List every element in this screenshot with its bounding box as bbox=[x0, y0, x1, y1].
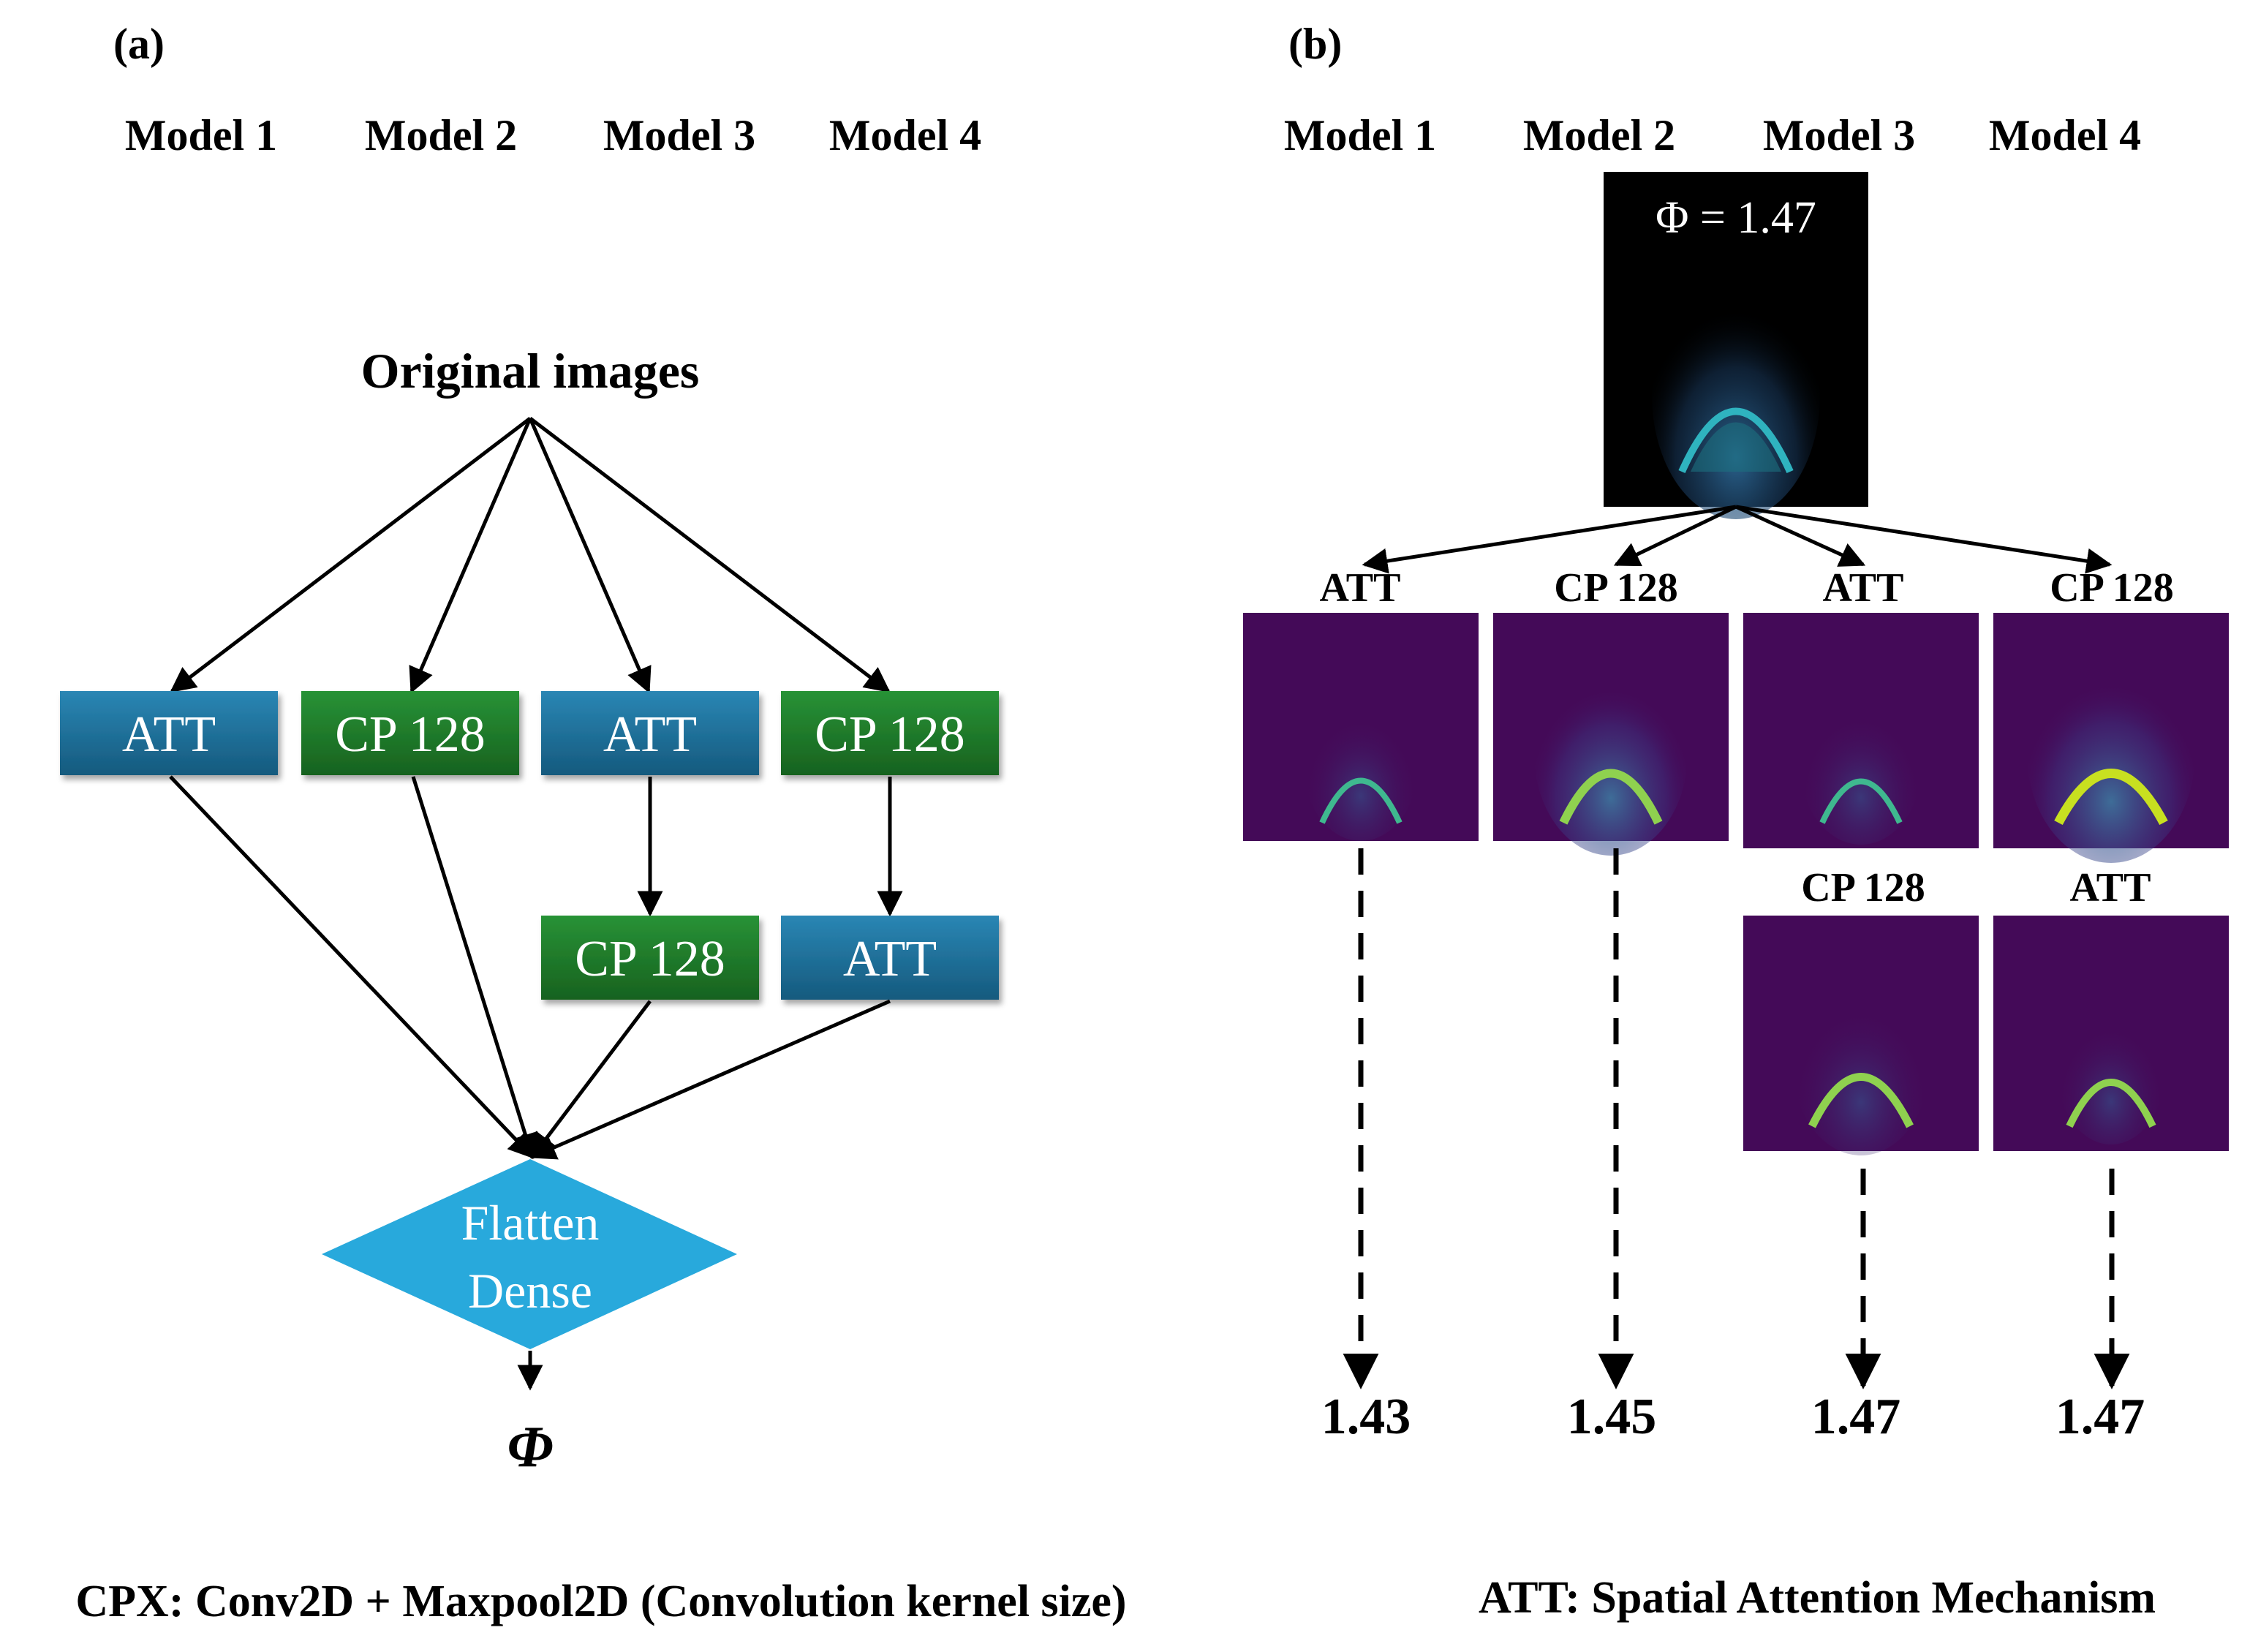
m1-att-label: ATT bbox=[122, 706, 216, 763]
dense-label: Dense bbox=[468, 1263, 592, 1319]
b-layer1-label-1: ATT bbox=[1320, 565, 1401, 611]
panel-a-footnote: CPX: Conv2D + Maxpool2D (Convolution ker… bbox=[75, 1577, 1126, 1626]
prediction-model-1: 1.43 bbox=[1321, 1389, 1411, 1445]
input-arrows bbox=[170, 417, 891, 694]
panel-a-model-1-header: Model 1 bbox=[125, 111, 277, 159]
prediction-arrows bbox=[1343, 848, 2130, 1389]
b-layer1-label-3: ATT bbox=[1823, 565, 1904, 611]
panel-a-model-4-header: Model 4 bbox=[829, 111, 981, 159]
panel-b-model-1-header: Model 1 bbox=[1284, 111, 1436, 159]
prediction-model-2: 1.45 bbox=[1567, 1389, 1657, 1445]
input-flame-image: Φ = 1.47 bbox=[1604, 172, 1868, 519]
panel-b-footnote: ATT: Spatial Attention Mechanism bbox=[1479, 1573, 2156, 1623]
m3-att-label: ATT bbox=[603, 706, 697, 763]
panel-b-model-4-header: Model 4 bbox=[1989, 111, 2141, 159]
panel-b-model-3-header: Model 3 bbox=[1763, 111, 1915, 159]
flatten-dense-node: Flatten Dense bbox=[322, 1159, 737, 1349]
feature-map-model3-cp bbox=[1743, 916, 1979, 1155]
row2-arrows bbox=[637, 777, 903, 917]
b-layer2-label-2: ATT bbox=[2070, 865, 2151, 910]
b-layer1-label-4: CP 128 bbox=[2050, 565, 2174, 611]
feature-map-model4-att bbox=[1993, 916, 2229, 1151]
panel-b-model-2-header: Model 2 bbox=[1523, 111, 1675, 159]
b-layer1-label-2: CP 128 bbox=[1554, 565, 1678, 611]
m3-cp-block: CP 128 bbox=[541, 916, 759, 1000]
feature-map-model3-att bbox=[1743, 613, 1979, 848]
b-layer2-label-1: CP 128 bbox=[1801, 865, 1925, 910]
m4-att-label: ATT bbox=[843, 931, 937, 987]
feature-map-model2-cp bbox=[1493, 613, 1729, 856]
panel-b-label: (b) bbox=[1288, 20, 1342, 68]
panel-a-model-2-header: Model 2 bbox=[365, 111, 517, 159]
feature-map-model1-att bbox=[1243, 613, 1479, 841]
m2-cp-label: CP 128 bbox=[335, 706, 486, 763]
m1-att-block: ATT bbox=[60, 691, 278, 775]
m3-att-block: ATT bbox=[541, 691, 759, 775]
m3-cp-label: CP 128 bbox=[575, 931, 725, 987]
panel-a-model-3-header: Model 3 bbox=[603, 111, 755, 159]
prediction-model-3: 1.47 bbox=[1811, 1389, 1901, 1445]
flatten-arrows bbox=[169, 775, 891, 1160]
m4-att-block: ATT bbox=[781, 916, 999, 1000]
flatten-label: Flatten bbox=[461, 1195, 600, 1251]
prediction-model-4: 1.47 bbox=[2055, 1389, 2145, 1445]
output-phi: Φ bbox=[507, 1415, 553, 1479]
panel-b-input-arrows bbox=[1362, 505, 2113, 574]
feature-map-model4-cp bbox=[1993, 613, 2229, 863]
original-images-label: Original images bbox=[361, 343, 700, 399]
m4-cp-block: CP 128 bbox=[781, 691, 999, 775]
m2-cp-block: CP 128 bbox=[301, 691, 519, 775]
input-phi-label: Φ = 1.47 bbox=[1656, 193, 1816, 243]
m4-cp-label: CP 128 bbox=[815, 706, 965, 763]
panel-a-label: (a) bbox=[113, 20, 165, 68]
